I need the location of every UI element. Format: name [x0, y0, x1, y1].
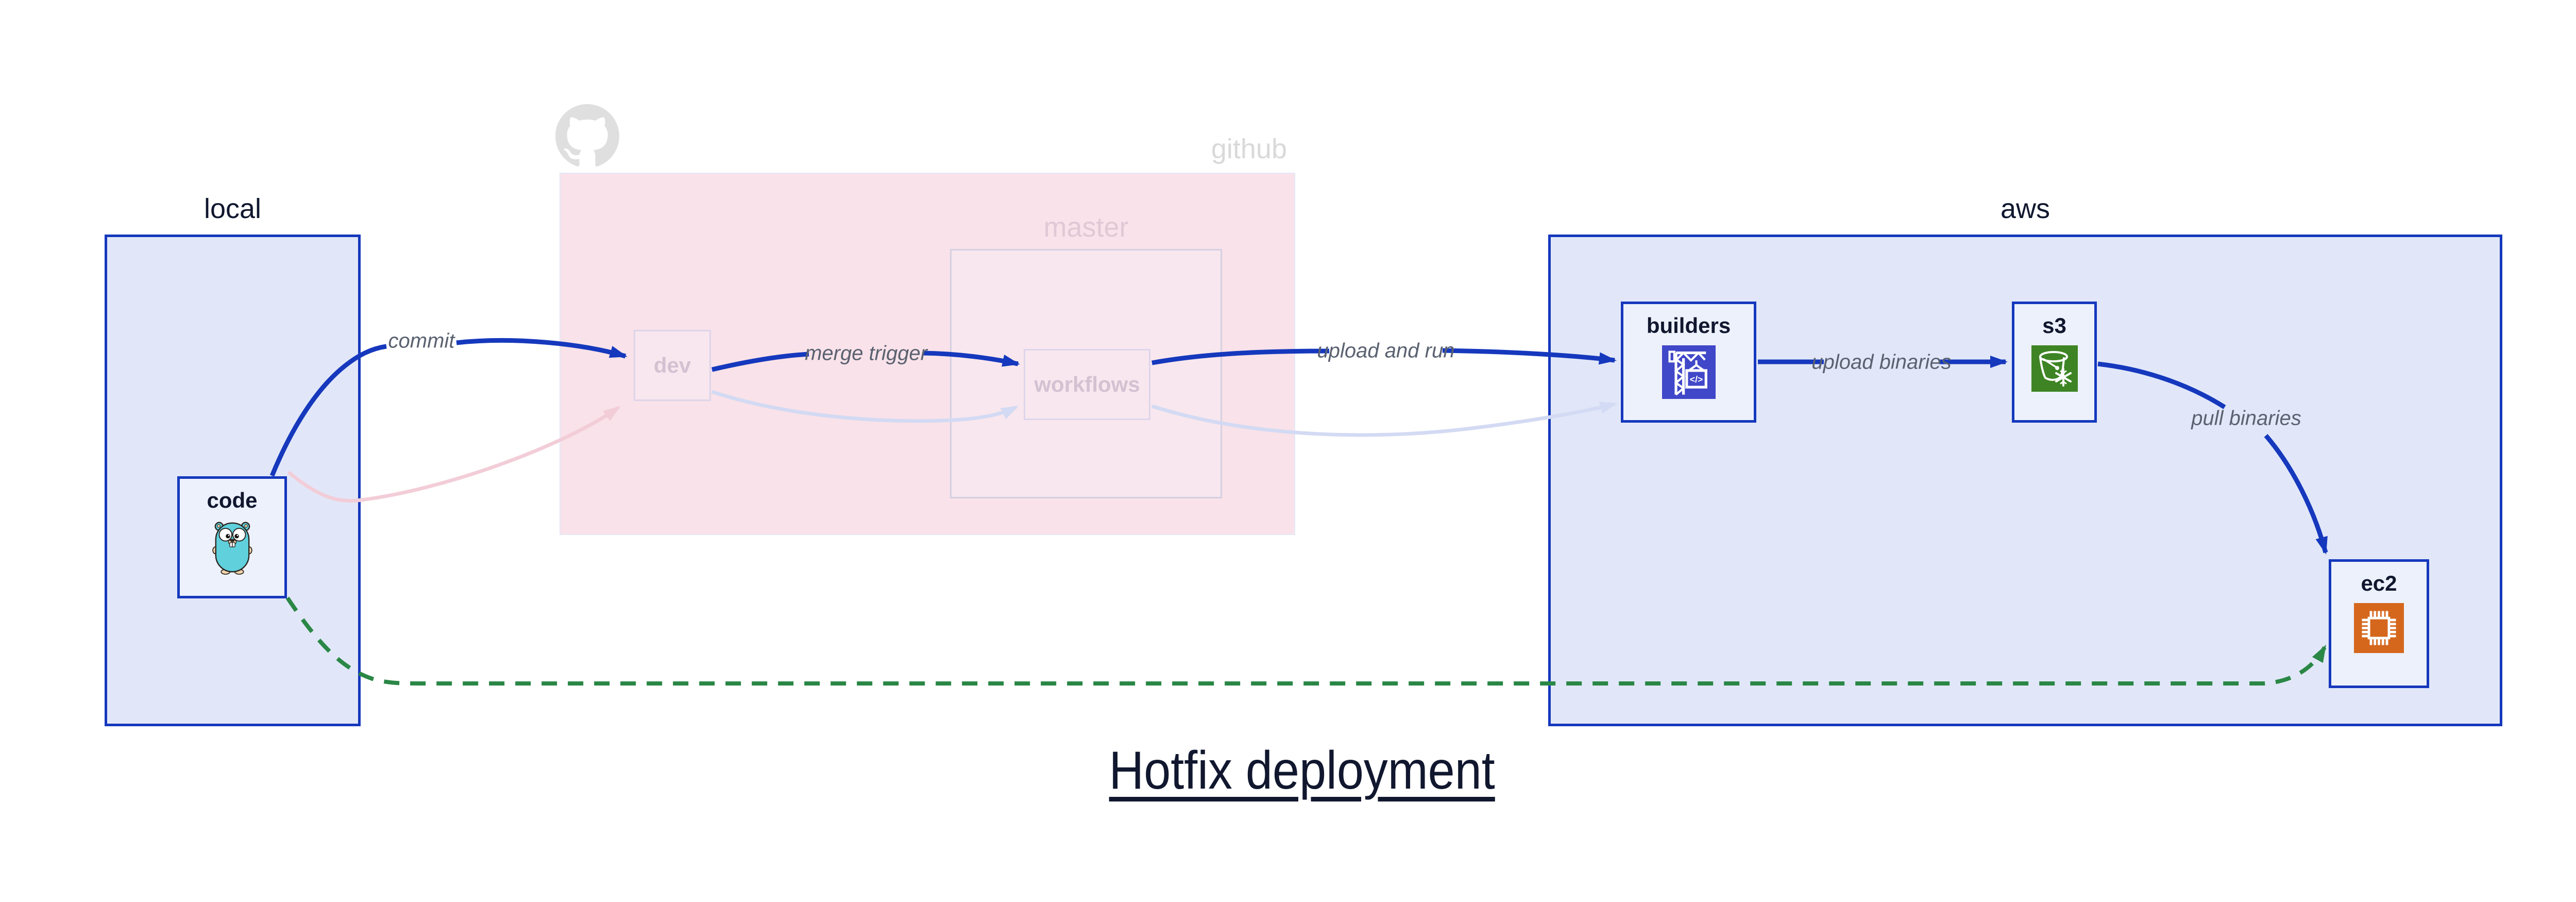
github-container-label: github: [1211, 133, 1287, 164]
ec2-node-label: ec2: [2361, 571, 2397, 595]
github-logo-icon: [555, 104, 619, 168]
s3-node-label: s3: [2042, 313, 2066, 338]
go-gopher-icon: [212, 520, 252, 577]
local-container-label: local: [204, 193, 262, 224]
edge-upload-and-run-label: upload and run: [1317, 339, 1455, 362]
edge-ghost-dev-to-workflows: [711, 390, 1019, 423]
builders-node-label: builders: [1646, 313, 1731, 338]
aws-container-label: aws: [2000, 193, 2050, 224]
edge-pull-binaries-label: pull binaries: [2191, 407, 2301, 430]
edge-upload-and-run-path-right: [1442, 348, 1617, 365]
diagram-title-text: Hotfix deployment: [1109, 741, 1495, 800]
edge-pull-binaries-path-left: [2097, 361, 2226, 409]
dev-node: dev: [634, 330, 711, 401]
codebuild-icon-glyph: </>: [1689, 374, 1703, 385]
builders-node: builders </>: [1621, 302, 1756, 423]
edge-ghost-workflows-to-builders: [1151, 402, 1618, 437]
diagram-title: Hotfix deployment: [0, 740, 2576, 801]
edge-commit-label: commit: [388, 329, 455, 353]
s3-node: s3: [2012, 302, 2097, 423]
code-node-label: code: [207, 488, 258, 512]
workflows-node: workflows: [1024, 349, 1150, 420]
edge-commit-path-right: [456, 338, 628, 359]
s3-glacier-icon: [2031, 345, 2078, 394]
edge-ghost-code-to-dev: [287, 406, 621, 503]
dev-node-label: dev: [653, 353, 691, 377]
edge-pull-binaries-path-right: [2264, 434, 2328, 555]
edge-commit-path-left: [269, 344, 387, 477]
edge-hotfix-bypass-path: [285, 596, 2327, 686]
workflows-node-label: workflows: [1034, 372, 1140, 396]
codebuild-icon: </>: [1662, 345, 1716, 402]
ec2-node: ec2: [2329, 559, 2429, 688]
master-group-label: master: [1043, 212, 1129, 243]
edge-merge-trigger-path-right: [923, 350, 1020, 367]
edge-merge-trigger-label: merge trigger: [805, 342, 927, 365]
edge-upload-and-run-path-left: [1151, 348, 1330, 365]
edge-merge-trigger-path-left: [711, 352, 809, 372]
edge-upload-binaries-label: upload binaries: [1811, 350, 1952, 374]
code-node: code: [177, 476, 287, 598]
ec2-chip-icon: [2354, 603, 2404, 656]
